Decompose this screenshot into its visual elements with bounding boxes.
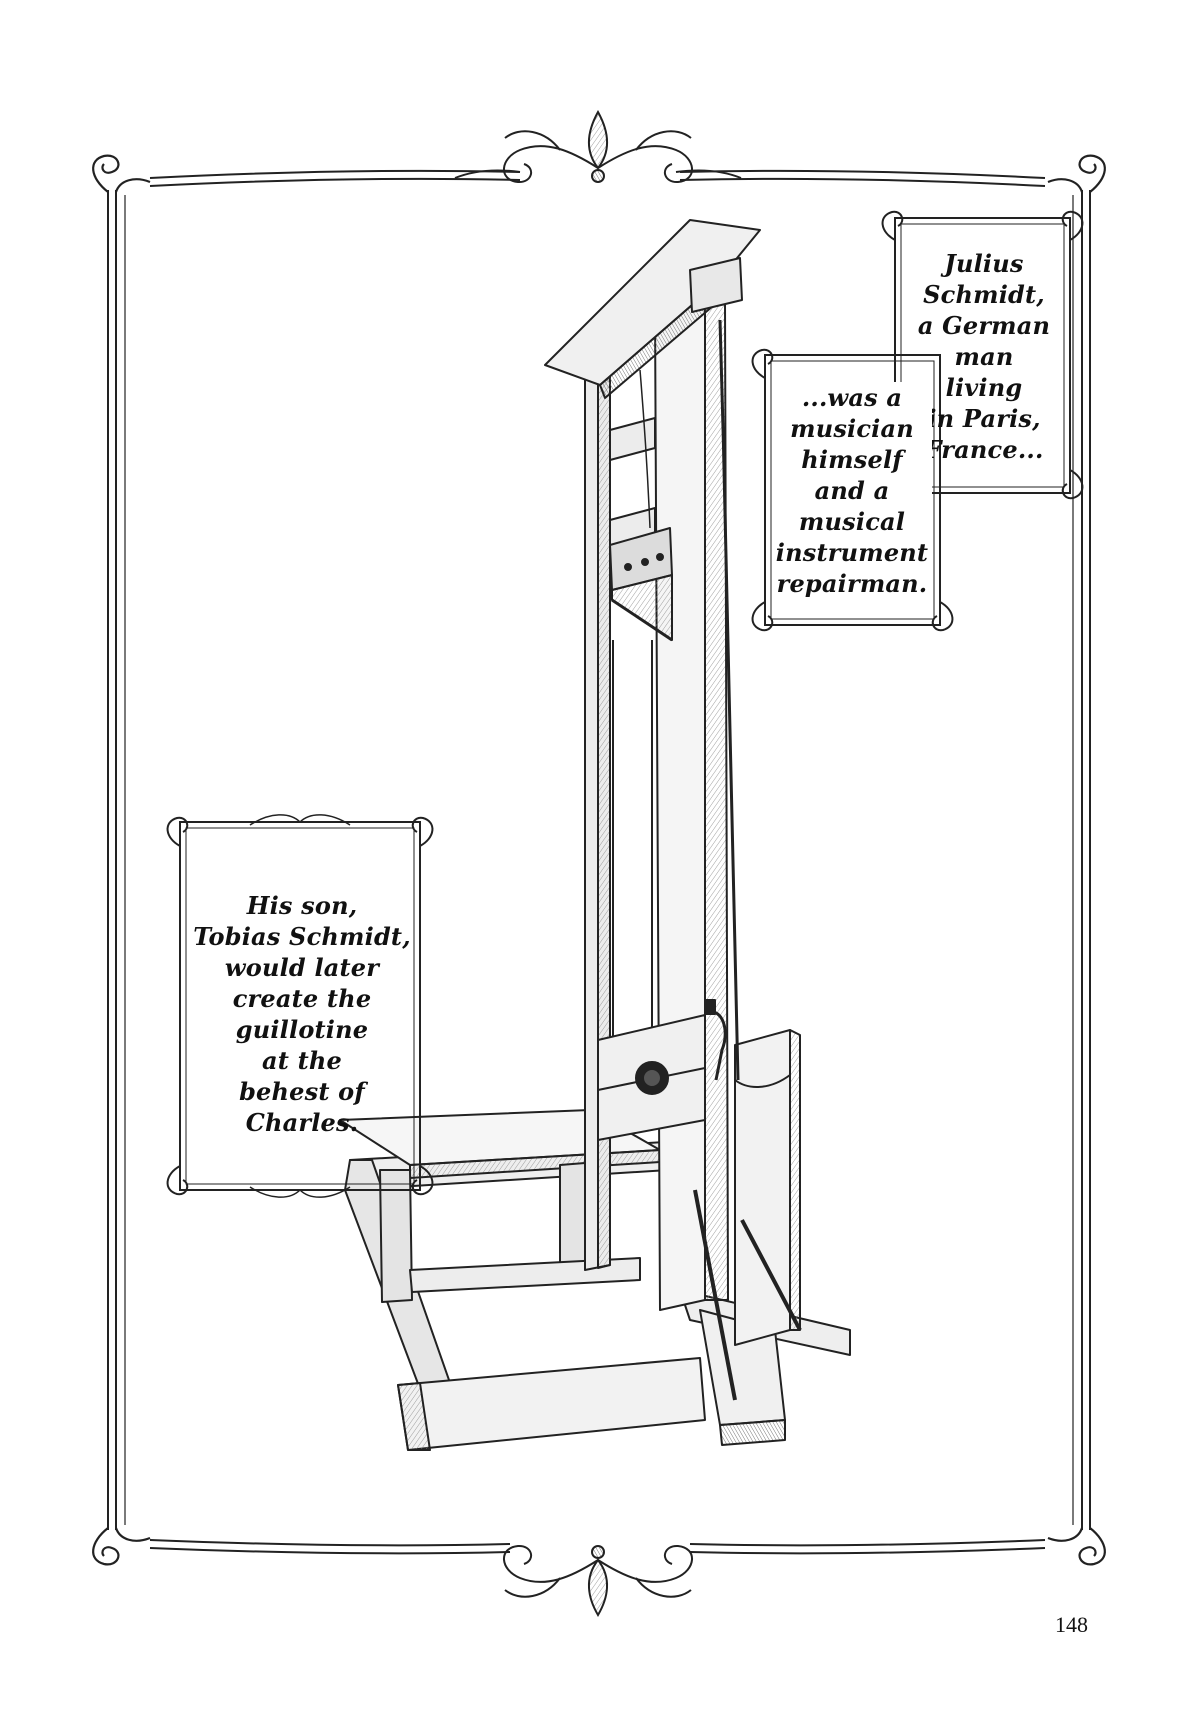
caption-line: instrument — [775, 538, 929, 567]
caption-line: in Paris, — [927, 404, 1041, 433]
caption-line: create the — [232, 984, 372, 1013]
caption-line: musician — [790, 414, 914, 443]
caption-julius: Julius Schmidt, a German man living in P… — [904, 248, 1064, 465]
bottom-center-ornament — [503, 1544, 693, 1617]
guillotine-front-upright — [654, 294, 706, 1311]
guillotine-bench-rail — [409, 1257, 641, 1293]
caption-line: would later — [224, 953, 380, 982]
caption-line: man — [954, 342, 1014, 371]
guillotine-roof-beam — [544, 219, 761, 386]
caption-line: a German — [917, 311, 1051, 340]
corner-scroll-top-right — [1047, 154, 1106, 193]
corner-scroll-bottom-right — [1047, 1527, 1106, 1566]
caption-frame-musician — [751, 348, 954, 632]
corner-scroll-bottom-left — [92, 1527, 151, 1566]
caption-line: himself — [801, 445, 903, 474]
corner-scroll-top-left — [92, 154, 151, 193]
ornamental-frame — [107, 169, 1091, 1555]
caption-tobias: His son, Tobias Schmidt, would later cre… — [188, 890, 416, 1138]
caption-line: ...was a — [801, 383, 903, 412]
caption-line: Charles. — [245, 1108, 359, 1137]
top-center-ornament — [454, 109, 742, 184]
caption-line: at the — [262, 1046, 342, 1075]
caption-line: guillotine — [235, 1015, 369, 1044]
guillotine-rope — [718, 319, 740, 1081]
guillotine-base-right-foot-end — [719, 1419, 786, 1446]
guillotine-back-panel-side — [789, 1029, 801, 1331]
caption-line: His son, — [246, 891, 358, 920]
caption-line: Schmidt, — [923, 280, 1045, 309]
caption-line: repairman. — [776, 569, 928, 598]
caption-musician: ...was a musician himself and a musical … — [772, 382, 932, 599]
caption-line: Tobias Schmidt, — [193, 922, 411, 951]
guillotine-header-block — [689, 257, 743, 313]
caption-frame-tobias — [166, 814, 434, 1198]
guillotine-base-front-beam-end — [397, 1382, 431, 1451]
caption-line: living — [945, 373, 1023, 402]
guillotine-brace-left — [693, 1189, 737, 1401]
caption-line: musical — [798, 507, 906, 536]
caption-line: and a — [814, 476, 890, 505]
guillotine-brace-right — [740, 1219, 802, 1331]
caption-line: behest of — [239, 1077, 365, 1106]
page-number: 148 — [1055, 1612, 1088, 1637]
guillotine-bench-leg-left — [379, 1169, 413, 1303]
caption-line: Julius — [944, 249, 1024, 278]
caption-line: France... — [924, 435, 1044, 464]
guillotine-crossbar-upper — [609, 417, 656, 461]
guillotine-illustration — [339, 219, 851, 1451]
